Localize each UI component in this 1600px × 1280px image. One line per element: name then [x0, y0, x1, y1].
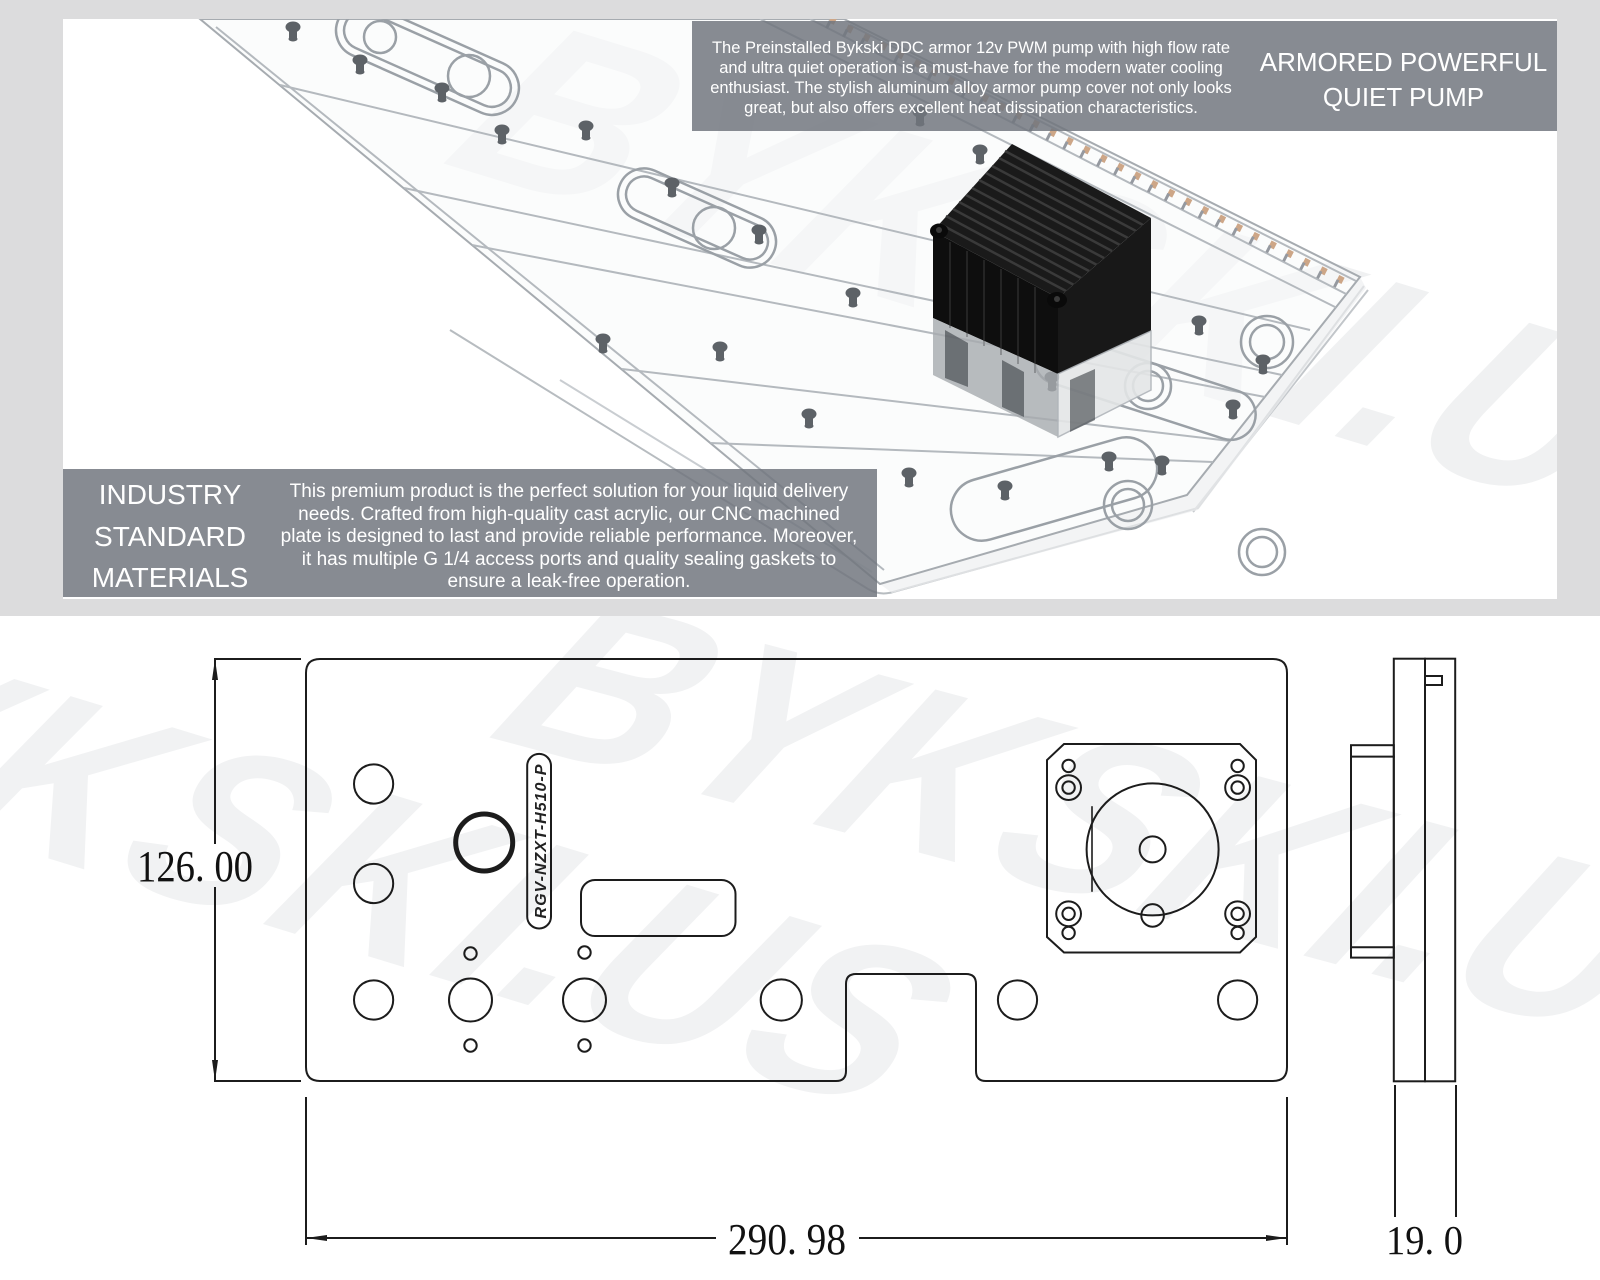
svg-text:RGV-NZXT-H510-P: RGV-NZXT-H510-P	[533, 764, 550, 919]
svg-text:126. 00: 126. 00	[137, 842, 253, 891]
svg-text:290. 98: 290. 98	[728, 1215, 846, 1264]
svg-text:19. 0: 19. 0	[1386, 1217, 1463, 1263]
